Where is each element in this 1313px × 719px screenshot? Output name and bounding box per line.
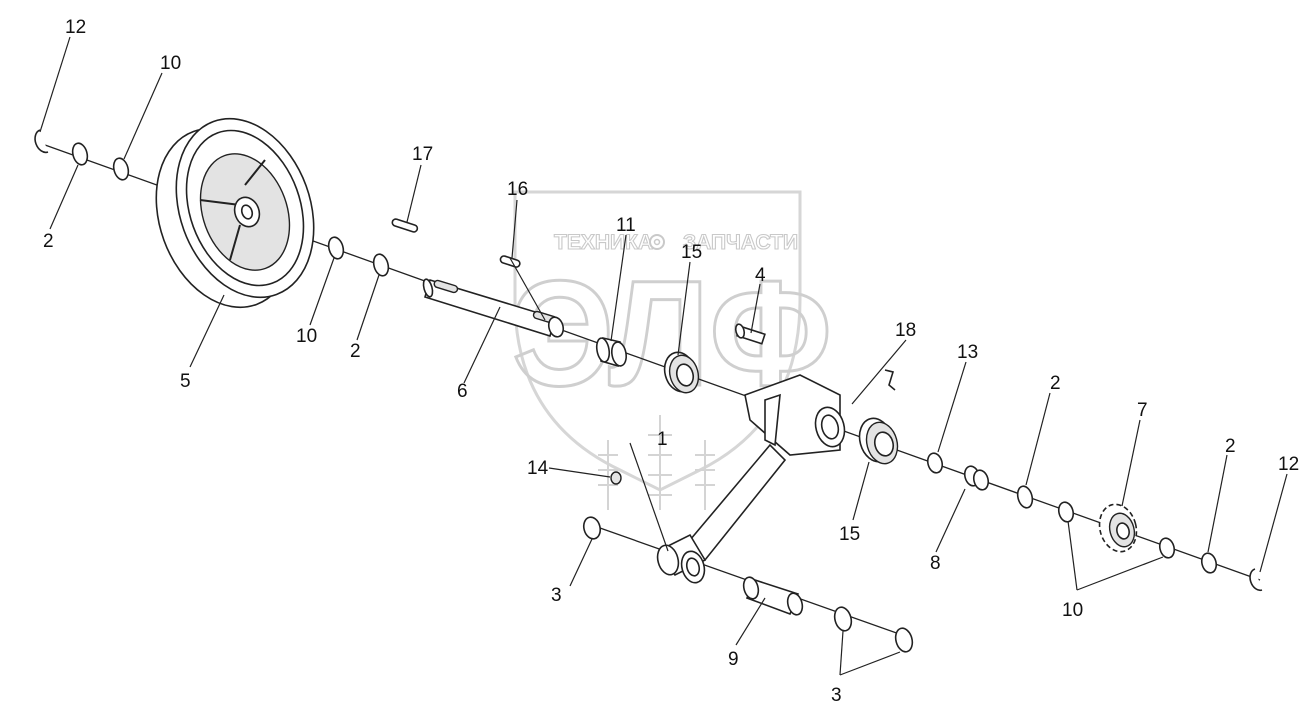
callout-6: 6 <box>457 381 468 402</box>
bolt-4 <box>734 323 766 345</box>
callout-14: 14 <box>527 458 549 479</box>
callout-9: 9 <box>728 649 739 670</box>
callout-2-mid: 2 <box>350 341 361 362</box>
callout-10-top: 10 <box>160 53 181 74</box>
leader-lines <box>39 36 1288 676</box>
pulley-5 <box>155 117 315 309</box>
shaft-6 <box>422 278 565 338</box>
callout-3-left: 3 <box>551 585 562 606</box>
grease-fitting-14 <box>610 471 622 485</box>
washer-2-right <box>1016 485 1034 509</box>
bushing-11 <box>595 337 628 368</box>
callout-12-right: 12 <box>1278 454 1299 475</box>
callout-12-left: 12 <box>65 17 86 38</box>
watermark-left-text: ТЕХНИКА <box>554 231 653 254</box>
bushing-9 <box>742 576 804 616</box>
circlip-12-right <box>1249 568 1263 592</box>
bearing-15-upper <box>663 351 700 394</box>
watermark-wheat-icon <box>598 415 715 510</box>
washer-10-left <box>112 157 130 181</box>
callout-4: 4 <box>755 265 766 286</box>
bushing-8 <box>963 465 990 491</box>
callout-2-far-right: 2 <box>1225 436 1236 457</box>
callout-10-mid: 10 <box>296 326 317 347</box>
watermark-right-text: ЗАПЧАСТИ <box>683 231 798 254</box>
callout-5: 5 <box>180 371 191 392</box>
pin-17 <box>391 218 419 233</box>
callout-11: 11 <box>616 215 636 236</box>
bearing-15-lower <box>858 417 899 465</box>
pin-16 <box>499 255 521 268</box>
callout-3-bottom: 3 <box>831 685 842 706</box>
washer-3-left <box>582 516 602 540</box>
callout-13: 13 <box>957 342 978 363</box>
callout-15-lower: 15 <box>839 524 860 545</box>
washer-2-far-right <box>1200 552 1218 574</box>
callout-8: 8 <box>930 553 941 574</box>
callout-16: 16 <box>507 179 528 200</box>
washer-10-right-b <box>1158 537 1176 559</box>
washer-13 <box>926 452 944 474</box>
callout-2-left: 2 <box>43 231 54 252</box>
washer-3-right-b <box>894 627 914 653</box>
callout-15-upper: 15 <box>681 242 702 263</box>
sprocket-7 <box>1098 503 1138 553</box>
callout-10-right: 10 <box>1062 600 1083 621</box>
washer-2-mid <box>372 253 390 277</box>
callout-1: 1 <box>657 429 668 450</box>
gear-icon <box>649 234 665 250</box>
tensioner-arm-1 <box>656 374 846 584</box>
callout-7: 7 <box>1137 400 1148 421</box>
washer-3-right-a <box>833 606 853 632</box>
callout-17: 17 <box>412 144 433 165</box>
washer-10-right-a <box>1057 501 1075 523</box>
spring-pin-18 <box>884 369 896 391</box>
callout-18: 18 <box>895 320 916 341</box>
washer-10-mid <box>327 236 345 260</box>
washer-2-left <box>71 142 89 166</box>
callout-2-right: 2 <box>1050 373 1061 394</box>
watermark-shield <box>513 190 802 492</box>
circlip-12-left <box>34 129 49 154</box>
callout-labels: 12 10 2 5 10 2 17 16 6 11 15 4 1 14 18 1… <box>43 17 1299 706</box>
